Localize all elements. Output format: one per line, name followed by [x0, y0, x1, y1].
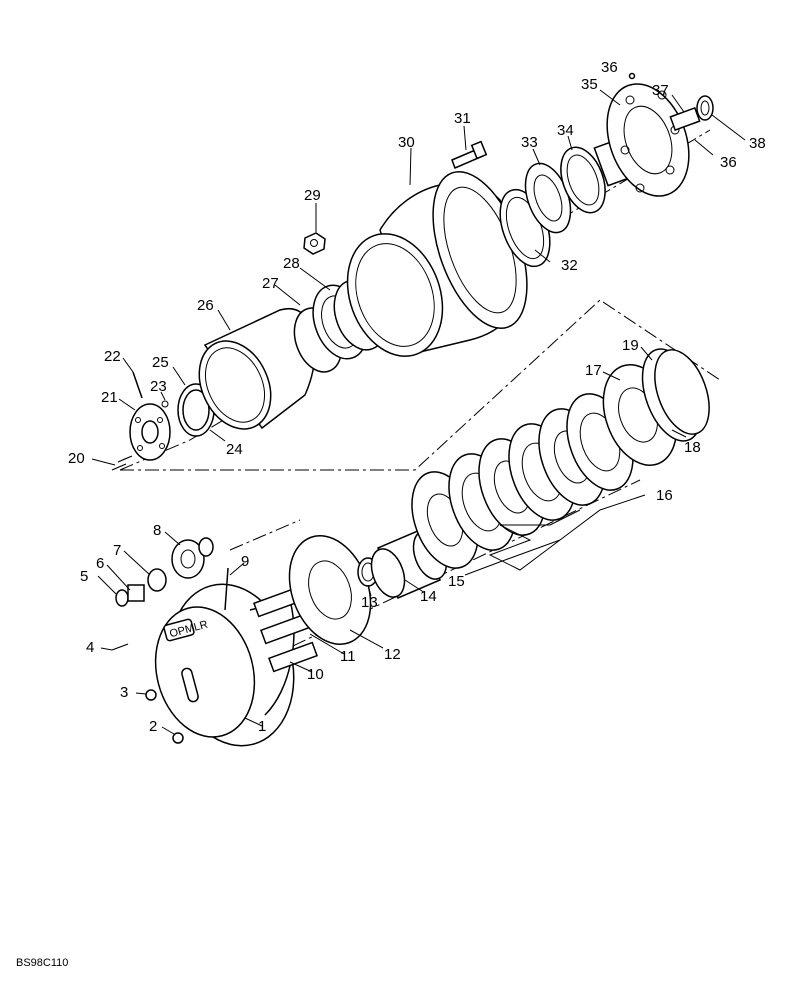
- callout-35: 35: [581, 76, 598, 93]
- callout-16: 16: [656, 487, 673, 504]
- callout-22: 22: [104, 348, 121, 365]
- callout-36b: 36: [720, 154, 737, 171]
- callout-4: 4: [86, 639, 94, 656]
- callout-labels: 1 2 3 4 5 6 7 8 9 10 11 12 13 14 15 16 1…: [68, 59, 766, 735]
- part-22-pin: [132, 371, 169, 408]
- callout-36a: 36: [601, 59, 618, 76]
- part-26-ring-gear: [198, 307, 316, 430]
- callout-15: 15: [448, 573, 465, 590]
- callout-23: 23: [150, 378, 167, 395]
- callout-13: 13: [361, 594, 378, 611]
- part-21-hub: [129, 403, 171, 461]
- callout-37: 37: [652, 82, 669, 99]
- callout-3: 3: [120, 684, 128, 701]
- part-34-seal: [560, 146, 606, 214]
- callout-25: 25: [152, 354, 169, 371]
- callout-29: 29: [304, 187, 321, 204]
- callout-14: 14: [420, 588, 437, 605]
- leader-lines: [91, 89, 746, 735]
- callout-24: 24: [226, 441, 243, 458]
- callout-19: 19: [622, 337, 639, 354]
- callout-32: 32: [561, 257, 578, 274]
- part-35-spindle: [593, 83, 690, 197]
- callout-33: 33: [521, 134, 538, 151]
- part-10-11-pins: [253, 586, 318, 673]
- callout-20: 20: [68, 450, 85, 467]
- part-18-19-shims: [641, 348, 710, 442]
- part-12-piston: [288, 535, 372, 645]
- part-37-38-ring: [628, 72, 714, 131]
- part-2-3-4-fasteners: [111, 643, 184, 744]
- callout-10: 10: [307, 666, 324, 683]
- callout-38: 38: [749, 135, 766, 152]
- callout-28: 28: [283, 255, 300, 272]
- callout-7: 7: [113, 542, 121, 559]
- callout-2: 2: [149, 718, 157, 735]
- callout-18: 18: [684, 439, 701, 456]
- callout-31: 31: [454, 110, 471, 127]
- part-20-bolts: [111, 455, 133, 471]
- callout-12: 12: [384, 646, 401, 663]
- callout-1: 1: [258, 718, 266, 735]
- callout-8: 8: [153, 522, 161, 539]
- part-29-nut: [303, 232, 326, 255]
- callout-30: 30: [398, 134, 415, 151]
- callout-5: 5: [80, 568, 88, 585]
- part-9-pin: [224, 567, 229, 611]
- callout-21: 21: [101, 389, 118, 406]
- part-5-8-adjuster: [115, 537, 214, 607]
- callout-9: 9: [241, 553, 249, 570]
- callout-17: 17: [585, 362, 602, 379]
- part-31-stud: [451, 140, 488, 169]
- callout-11: 11: [340, 648, 356, 665]
- callout-26: 26: [197, 297, 214, 314]
- callout-6: 6: [96, 555, 104, 572]
- callout-27: 27: [262, 275, 279, 292]
- callout-34: 34: [557, 122, 574, 139]
- figure-code: BS98C110: [16, 957, 68, 969]
